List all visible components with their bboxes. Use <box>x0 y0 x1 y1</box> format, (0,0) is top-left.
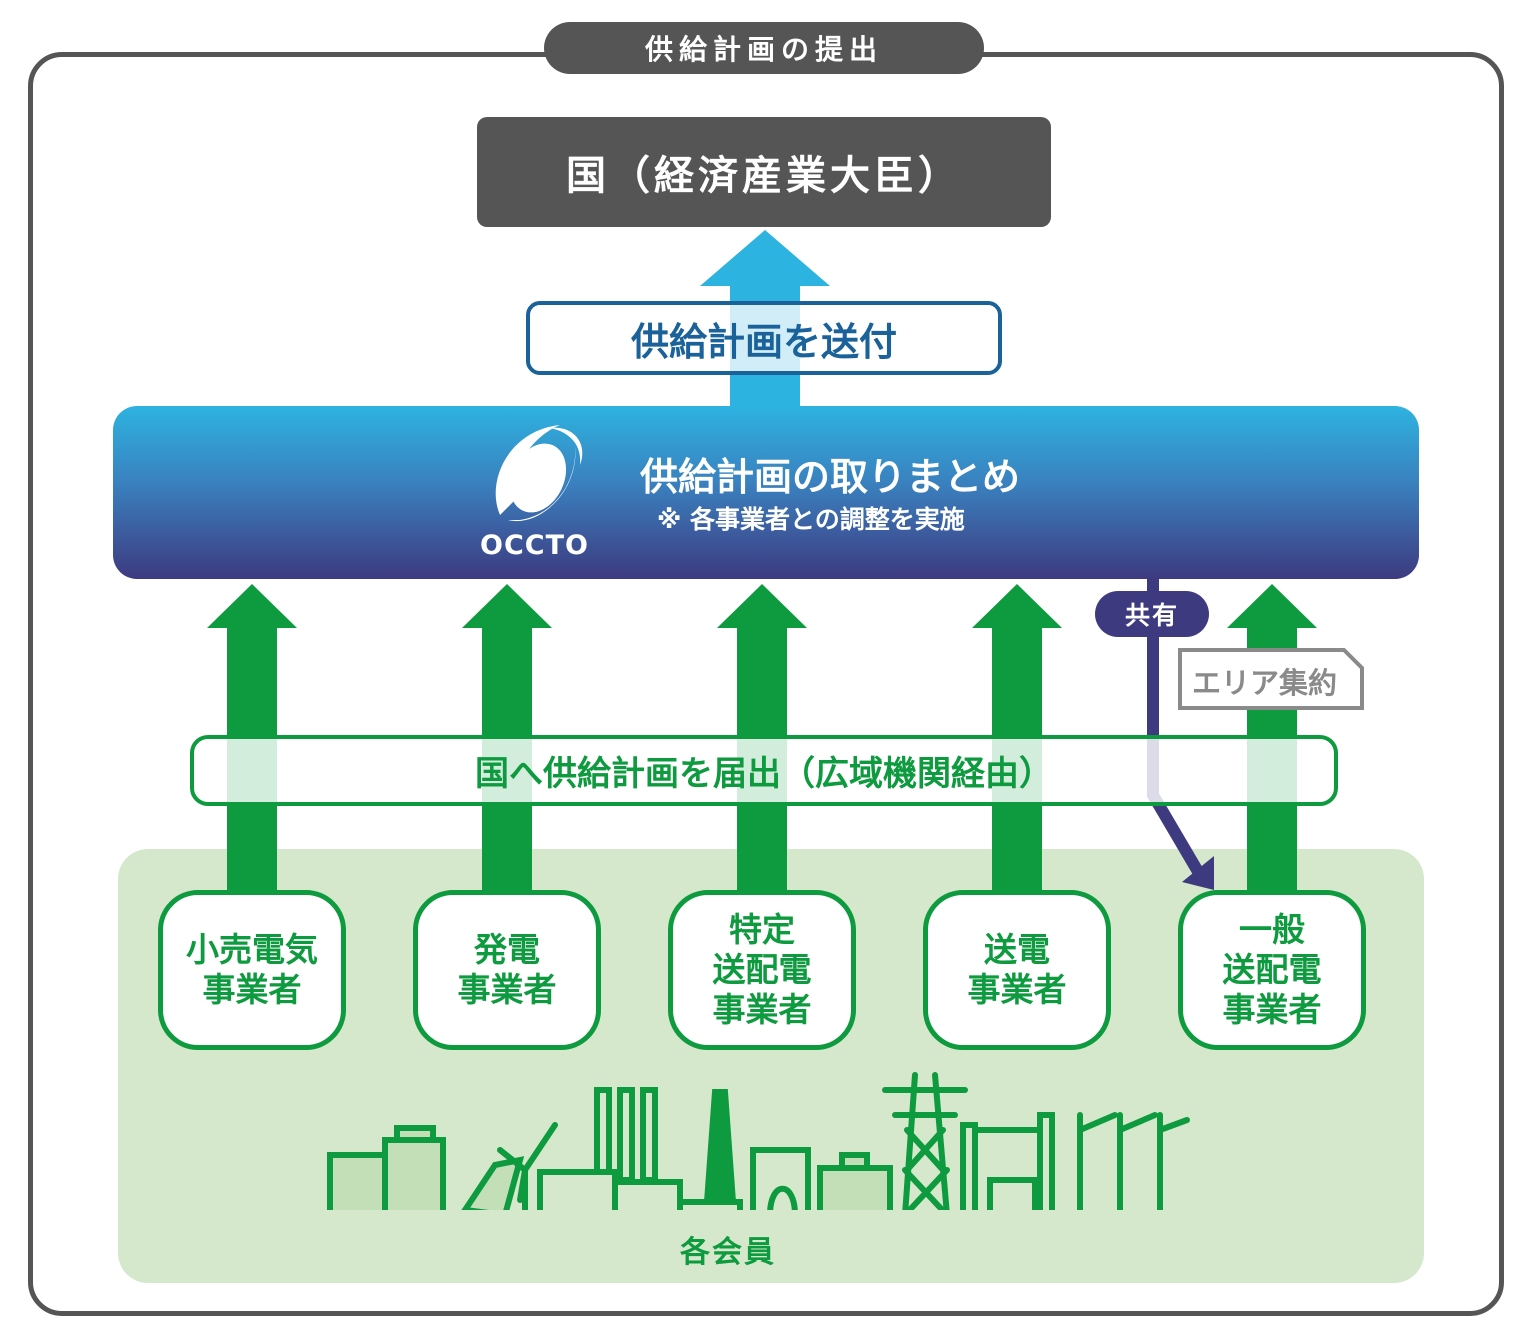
occto-bar <box>113 406 1419 579</box>
occto-logo-icon <box>495 425 583 522</box>
facilities-illustration <box>327 1072 1190 1210</box>
occto-subtitle: ※ 各事業者との調整を実施 <box>657 505 965 534</box>
utility-poles-icon <box>1077 1112 1190 1210</box>
business-retail: 小売電気 事業者 <box>158 890 346 1050</box>
route-label: 国へ供給計画を届出（広域機関経由） <box>190 735 1338 806</box>
thermal-plant-icon <box>537 1087 743 1210</box>
solar-wind-icon <box>461 1122 558 1210</box>
share-badge: 共有 <box>1095 591 1209 637</box>
business-specified-td: 特定 送配電 事業者 <box>668 890 856 1050</box>
business-transmission: 送電 事業者 <box>923 890 1111 1050</box>
area-tag-label: エリア集約 <box>1192 666 1338 700</box>
substation-icon <box>960 1112 1055 1210</box>
transmission-tower-icon <box>882 1072 968 1210</box>
occto-logo-text: OCCTO <box>480 530 589 561</box>
business-generation: 発電 事業者 <box>413 890 601 1050</box>
business-general-td: 一般 送配電 事業者 <box>1178 890 1366 1050</box>
office-buildings-icon <box>327 1125 446 1210</box>
share-arrowhead <box>1182 856 1214 890</box>
frame-title: 供給計画の提出 <box>544 22 984 74</box>
country-box: 国（経済産業大臣） <box>477 117 1051 227</box>
occto-title: 供給計画の取りまとめ <box>640 455 1021 499</box>
hydro-plant-icon <box>750 1147 811 1210</box>
area-tag-shape <box>1178 648 1364 710</box>
substation-building-icon <box>817 1152 893 1210</box>
send-label: 供給計画を送付 <box>526 301 1002 375</box>
members-label: 各会員 <box>680 1235 776 1270</box>
